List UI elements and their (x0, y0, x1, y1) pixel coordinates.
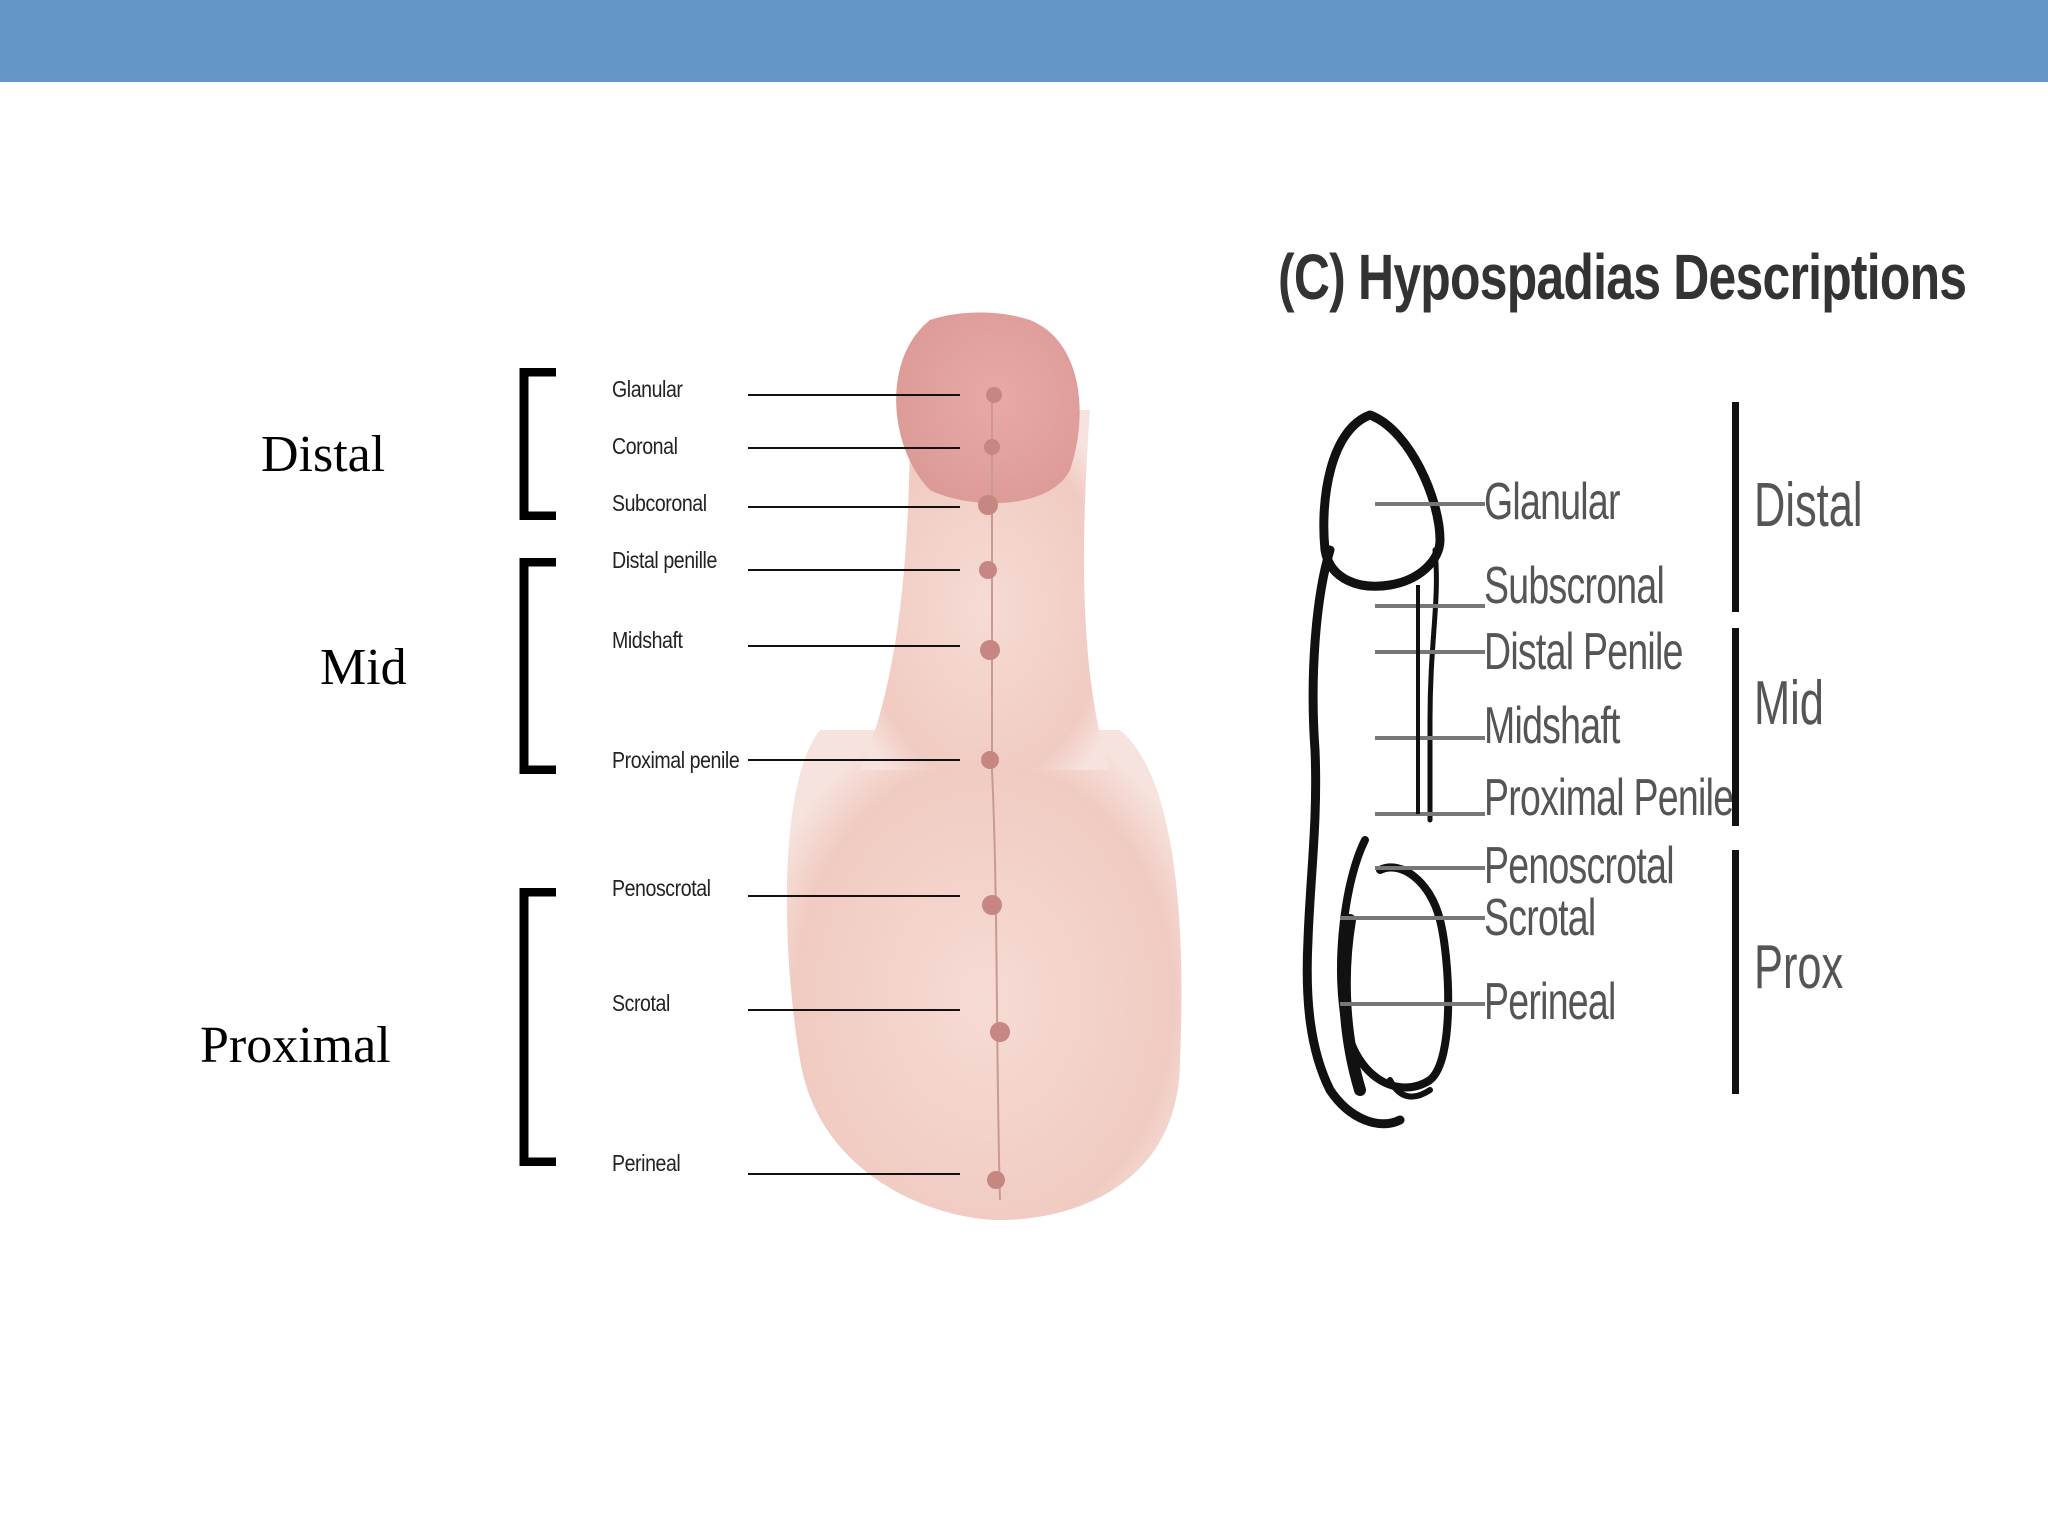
right-distal-bar (1732, 402, 1739, 612)
distal-bracket (519, 368, 556, 520)
slide-header-bar (0, 0, 2048, 82)
right-site-label-scrotal: Scrotal (1484, 889, 1596, 947)
right-group-label-distal: Distal (1754, 471, 1863, 540)
right-group-label-prox: Prox (1754, 933, 1844, 1002)
right-site-label-midshaft: Midshaft (1484, 697, 1620, 755)
left-leader-coronal (748, 447, 960, 449)
left-site-label-glanular: Glanular (612, 376, 683, 402)
left-leader-proximal-penile (748, 759, 960, 761)
right-site-label-perineal: Perineal (1484, 973, 1616, 1031)
left-site-label-distal-penille: Distal penille (612, 547, 717, 573)
right-site-label-glanular: Glanular (1484, 473, 1620, 531)
group-label-distal: Distal (261, 426, 386, 483)
right-site-label-distal-penile: Distal Penile (1484, 623, 1683, 681)
group-label-proximal: Proximal (200, 1017, 391, 1074)
right-group-label-mid: Mid (1754, 669, 1824, 738)
left-leader-distal-penille (748, 569, 960, 571)
left-leader-penoscrotal (748, 895, 960, 897)
left-site-label-midshaft: Midshaft (612, 627, 683, 653)
left-leader-glanular (748, 394, 960, 396)
right-site-label-penoscrotal: Penoscrotal (1484, 837, 1675, 895)
left-leader-subcoronal (748, 506, 960, 508)
right-diagram-title: (C) Hypospadias Descriptions (1278, 241, 1967, 313)
left-leader-midshaft (748, 645, 960, 647)
mid-bracket (519, 558, 556, 774)
ventral-anatomy-illustration (786, 312, 1182, 1220)
left-site-label-perineal: Perineal (612, 1150, 681, 1176)
right-site-label-subscronal: Subscronal (1484, 557, 1665, 615)
left-site-label-proximal-penile: Proximal penile (612, 747, 740, 773)
proximal-bracket (519, 888, 556, 1166)
left-site-label-coronal: Coronal (612, 433, 678, 459)
hypospadias-outline-drawing (1302, 410, 1485, 1129)
group-label-mid: Mid (320, 639, 407, 696)
left-leader-scrotal (748, 1009, 960, 1011)
right-site-label-proximal-penile: Proximal Penile (1484, 769, 1734, 827)
right-prox-bar (1732, 850, 1739, 1094)
left-site-label-penoscrotal: Penoscrotal (612, 875, 711, 901)
right-mid-bar (1732, 628, 1739, 826)
left-site-label-scrotal: Scrotal (612, 990, 670, 1016)
left-leader-perineal (748, 1173, 960, 1175)
left-site-label-subcoronal: Subcoronal (612, 490, 707, 516)
